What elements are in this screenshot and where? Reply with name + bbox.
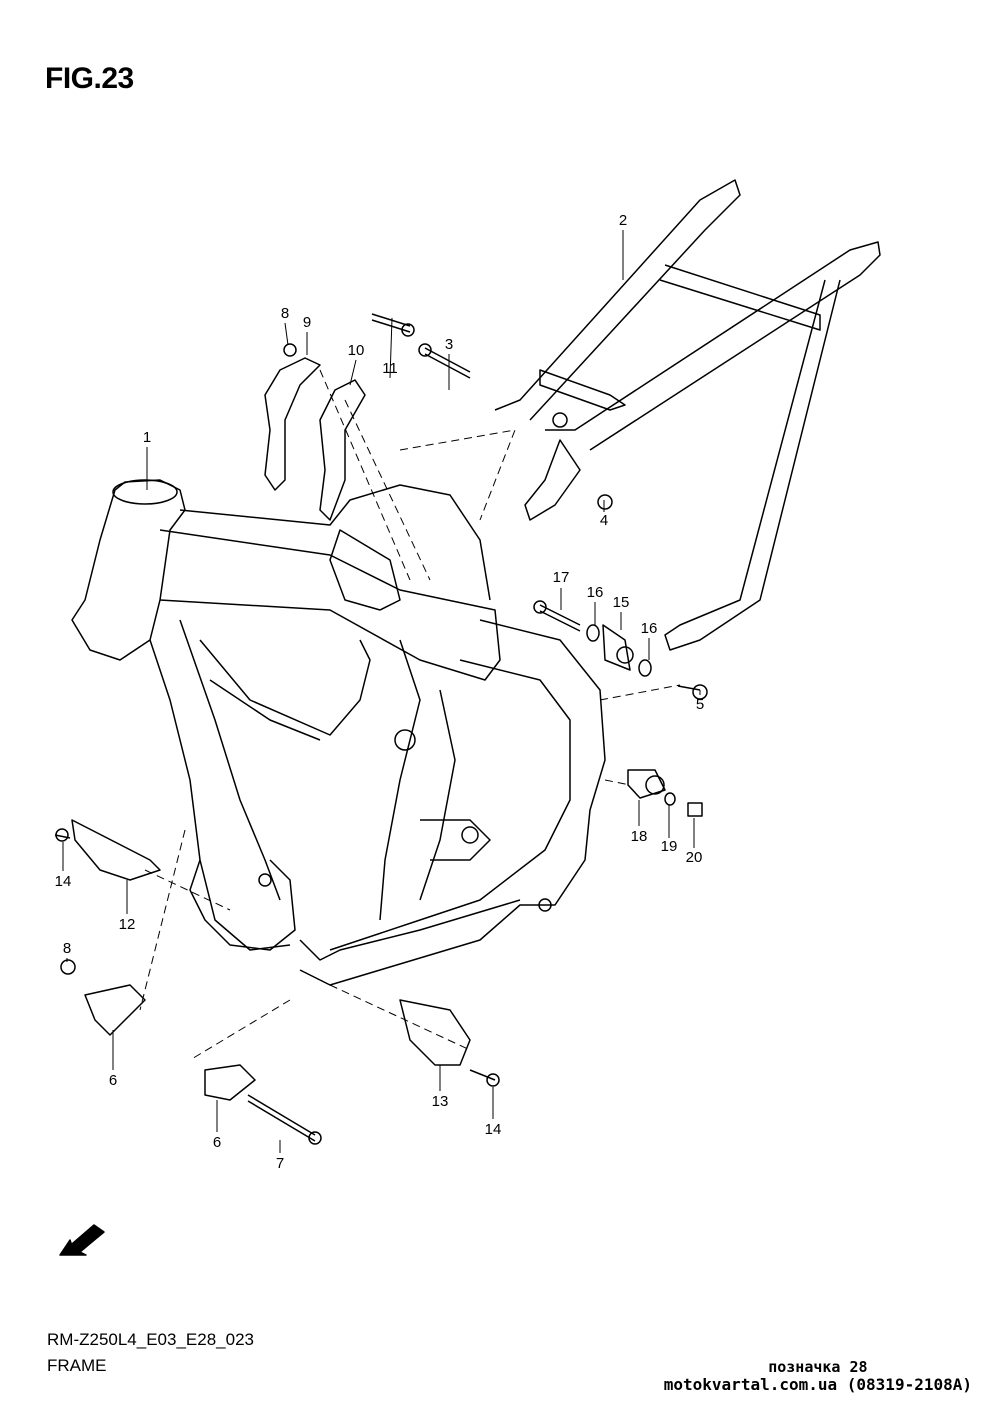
callout: 17: [553, 569, 570, 586]
watermark-line2: motokvartal.com.ua (08319-2108A): [663, 1375, 972, 1394]
callout: 1: [143, 429, 151, 446]
callout: 6: [213, 1134, 221, 1151]
callout: 3: [445, 336, 453, 353]
part-code: RM-Z250L4_E03_E28_023: [47, 1330, 254, 1349]
figure-title: FIG.23: [45, 62, 134, 95]
watermark-line1: познaчкa 28: [768, 1358, 868, 1376]
callout: 8: [63, 940, 71, 957]
main-frame: [71, 479, 606, 986]
callouts: 8 9 10 11 3 2 1 4 17 16 15 16 5 18 19 20…: [55, 212, 705, 1172]
callout: 16: [641, 620, 658, 637]
callout: 16: [587, 584, 604, 601]
callout: 14: [55, 873, 72, 890]
callout: 12: [119, 916, 136, 933]
callout: 11: [382, 360, 398, 377]
callout: 14: [485, 1121, 502, 1138]
callout: 7: [276, 1155, 284, 1172]
callout: 19: [661, 838, 678, 855]
part-name: FRAME: [47, 1356, 107, 1375]
callout: 4: [600, 512, 608, 529]
watermark: познaчкa 28 motokvartal.com.ua (08319-21…: [664, 1358, 972, 1394]
callout: 9: [303, 314, 311, 331]
callout: 8: [281, 305, 289, 322]
fwd-arrow-icon: FWD: [59, 1224, 105, 1256]
leader-lines: [62, 230, 701, 1153]
rear-subframe: [494, 179, 881, 651]
callout: 2: [619, 212, 627, 229]
callout: 13: [432, 1093, 449, 1110]
callout: 20: [686, 849, 703, 866]
callout: 15: [613, 594, 630, 611]
callout: 10: [348, 342, 365, 359]
small-parts: [54, 313, 708, 1145]
callout: 6: [109, 1072, 117, 1089]
callout: 18: [631, 828, 648, 845]
callout: 5: [696, 696, 704, 713]
